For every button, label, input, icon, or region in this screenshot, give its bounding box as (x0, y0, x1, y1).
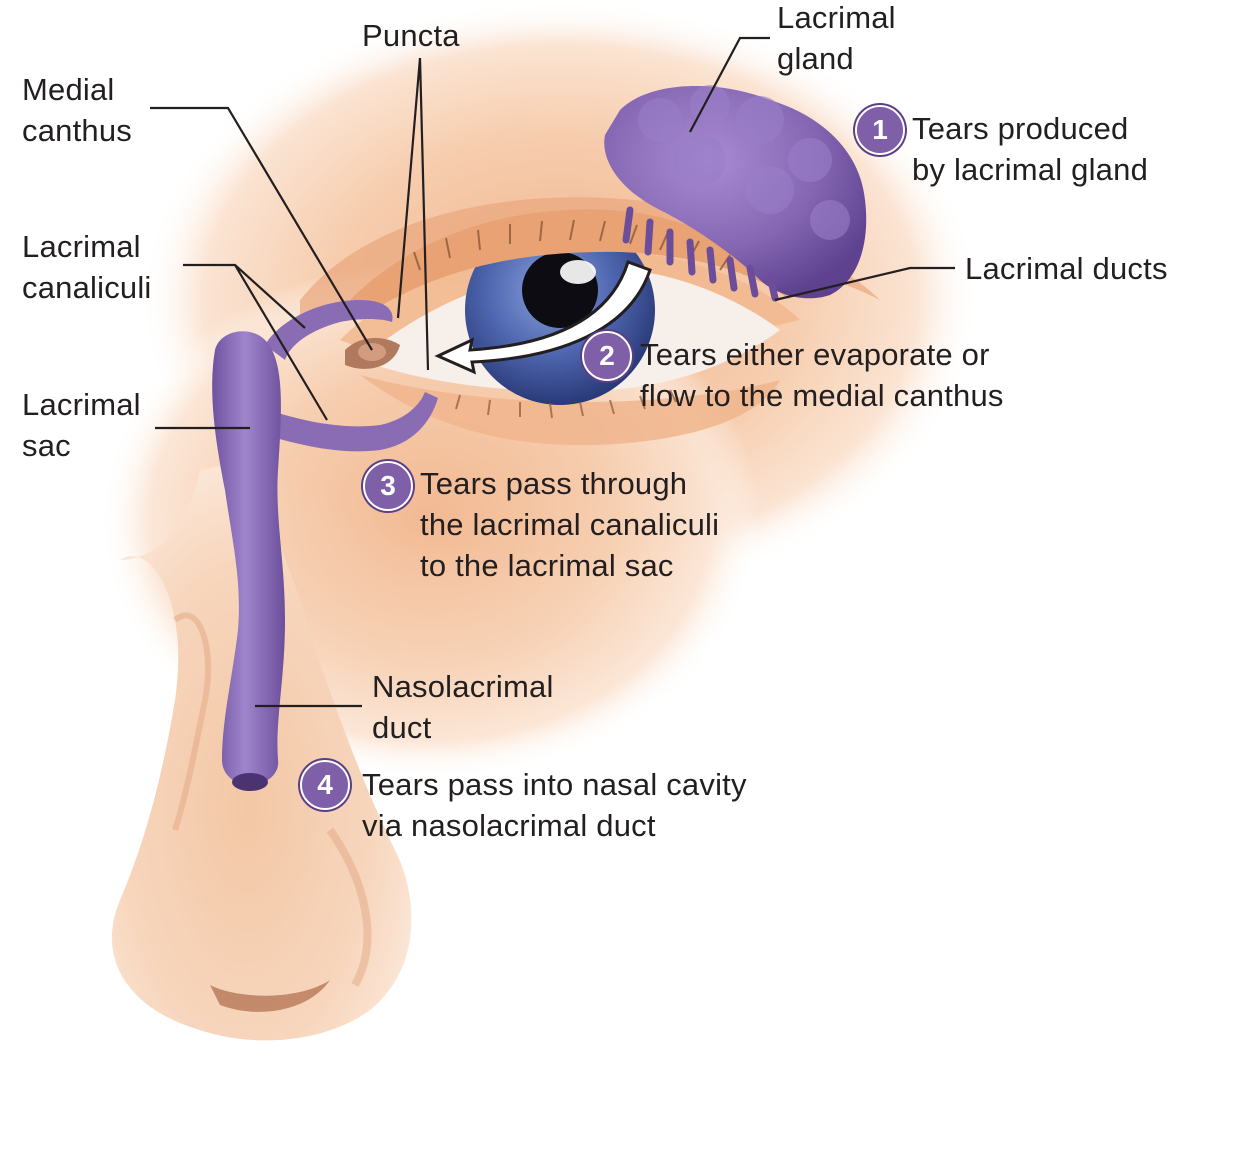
label-puncta-text: Puncta (362, 18, 460, 53)
step-1-badge: 1 (855, 105, 905, 155)
leader-lacrimal-canaliculi (183, 263, 328, 421)
step-1-text: Tears produced by lacrimal gland (912, 108, 1148, 190)
step-4-number: 4 (317, 769, 333, 800)
step-3-badge: 3 (363, 461, 413, 511)
label-lacrimal-gland-line2: gland (777, 41, 854, 76)
label-lacrimal-ducts: Lacrimal ducts (965, 248, 1168, 289)
label-lacrimal-canaliculi-line1: Lacrimal (22, 229, 141, 264)
step-3-number: 3 (380, 470, 396, 501)
label-medial-canthus-line1: Medial (22, 72, 115, 107)
step-1-line1: Tears produced (912, 111, 1129, 146)
step-4-line2: via nasolacrimal duct (362, 808, 656, 843)
label-lacrimal-sac-line1: Lacrimal (22, 387, 141, 422)
leader-medial-canthus (150, 106, 373, 351)
label-lacrimal-ducts-text: Lacrimal ducts (965, 251, 1168, 286)
step-3-text: Tears pass through the lacrimal canalicu… (420, 463, 719, 586)
step-2-badge: 2 (582, 331, 632, 381)
label-lacrimal-gland: Lacrimal gland (777, 0, 896, 79)
step-4-badge: 4 (300, 760, 350, 810)
step-4-text: Tears pass into nasal cavity via nasolac… (362, 764, 747, 846)
step-2-number: 2 (599, 340, 615, 371)
label-lacrimal-sac: Lacrimal sac (22, 384, 141, 466)
label-lacrimal-canaliculi: Lacrimal canaliculi (22, 226, 152, 308)
step-3-line3: to the lacrimal sac (420, 548, 674, 583)
step-1-number: 1 (872, 114, 888, 145)
step-2-line2: flow to the medial canthus (640, 378, 1004, 413)
leader-puncta (396, 57, 430, 371)
step-2-line1: Tears either evaporate or (640, 337, 990, 372)
step-1-line2: by lacrimal gland (912, 152, 1149, 187)
label-nasolacrimal-duct-line1: Nasolacrimal (372, 669, 554, 704)
step-3-line2: the lacrimal canaliculi (420, 507, 720, 542)
label-lacrimal-gland-line1: Lacrimal (777, 0, 896, 35)
lacrimal-duct-tubes (622, 206, 779, 302)
leader-lacrimal-ducts (774, 266, 955, 302)
label-lacrimal-canaliculi-line2: canaliculi (22, 270, 152, 305)
label-medial-canthus: Medial canthus (22, 69, 132, 151)
label-lacrimal-sac-line2: sac (22, 428, 71, 463)
tear-flow-arrow (434, 260, 652, 375)
lacrimal-drainage-system (212, 300, 438, 791)
lacrimal-gland (604, 85, 867, 299)
label-puncta: Puncta (362, 15, 460, 56)
label-medial-canthus-line2: canthus (22, 113, 132, 148)
step-2-text: Tears either evaporate or flow to the me… (640, 334, 1004, 416)
leader-lines (150, 36, 955, 708)
leader-lacrimal-gland (689, 36, 770, 133)
step-3-line1: Tears pass through (420, 466, 688, 501)
step-4-line1: Tears pass into nasal cavity (362, 767, 747, 802)
label-nasolacrimal-duct-line2: duct (372, 710, 432, 745)
label-nasolacrimal-duct: Nasolacrimal duct (372, 666, 554, 748)
